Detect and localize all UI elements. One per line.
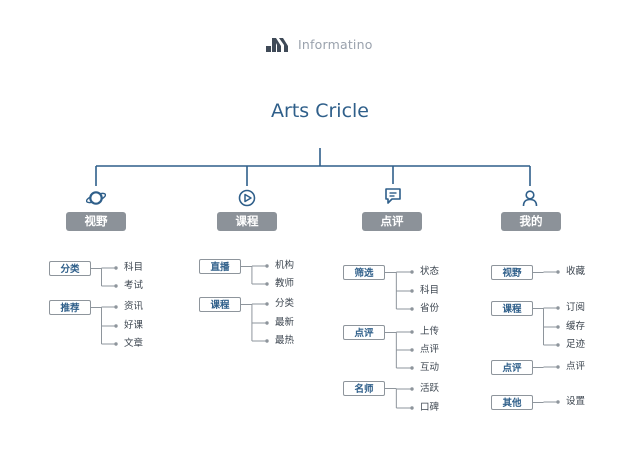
leaf-2-2-1[interactable]: 口碑 bbox=[420, 402, 440, 413]
leaf-2-0-1[interactable]: 科目 bbox=[420, 285, 440, 296]
leaf-dot-3-1-2 bbox=[556, 343, 560, 347]
leaf-2-0-2[interactable]: 省份 bbox=[420, 303, 440, 314]
leaf-3-1-0[interactable]: 订阅 bbox=[566, 302, 586, 313]
leaf-dot-3-1-0 bbox=[556, 306, 560, 310]
leaf-3-3-0[interactable]: 设置 bbox=[566, 396, 586, 407]
group-3-0[interactable]: 视野 bbox=[491, 265, 533, 280]
leaf-2-0-0[interactable]: 状态 bbox=[420, 266, 440, 277]
leaf-dot-2-2-1 bbox=[410, 406, 414, 410]
group-2-2[interactable]: 名师 bbox=[343, 381, 385, 396]
leaf-0-1-0[interactable]: 资讯 bbox=[124, 301, 144, 312]
leaf-dot-2-0-1 bbox=[410, 289, 414, 293]
category-2[interactable]: 点评 bbox=[362, 212, 422, 231]
group-3-1[interactable]: 课程 bbox=[491, 301, 533, 316]
leaf-2-1-1[interactable]: 点评 bbox=[420, 344, 440, 355]
leaf-dot-3-3-0 bbox=[556, 400, 560, 404]
leaf-1-1-2[interactable]: 最热 bbox=[275, 335, 295, 346]
group-2-0[interactable]: 筛选 bbox=[343, 265, 385, 280]
group-0-0[interactable]: 分类 bbox=[49, 261, 91, 276]
leaf-2-2-0[interactable]: 活跃 bbox=[420, 383, 440, 394]
leaf-dot-2-2-0 bbox=[410, 387, 414, 391]
leaf-dot-1-0-1 bbox=[265, 282, 269, 286]
leaf-1-0-1[interactable]: 教师 bbox=[275, 278, 295, 289]
leaf-dot-1-1-2 bbox=[265, 339, 269, 343]
group-1-1[interactable]: 课程 bbox=[199, 297, 241, 312]
leaf-dot-3-0-0 bbox=[556, 270, 560, 274]
leaf-3-1-2[interactable]: 足迹 bbox=[566, 339, 586, 350]
group-3-2[interactable]: 点评 bbox=[491, 360, 533, 375]
leaf-dot-0-0-0 bbox=[114, 266, 118, 270]
leaf-dot-2-1-1 bbox=[410, 348, 414, 352]
leaf-dot-1-0-0 bbox=[265, 264, 269, 268]
leaf-dot-2-1-0 bbox=[410, 330, 414, 334]
leaf-dot-0-1-1 bbox=[114, 324, 118, 328]
group-1-0[interactable]: 直播 bbox=[199, 259, 241, 274]
leaf-0-0-0[interactable]: 科目 bbox=[124, 262, 144, 273]
leaf-dot-3-2-0 bbox=[556, 365, 560, 369]
leaf-0-1-1[interactable]: 好课 bbox=[124, 320, 144, 331]
logo: Informatino bbox=[266, 34, 373, 54]
leaf-1-0-0[interactable]: 机构 bbox=[275, 260, 295, 271]
informatino-logo-icon bbox=[266, 38, 288, 52]
group-0-1[interactable]: 推荐 bbox=[49, 300, 91, 315]
leaf-0-1-2[interactable]: 文章 bbox=[124, 338, 144, 349]
chat-bubble-icon bbox=[383, 186, 403, 206]
leaf-dot-0-1-0 bbox=[114, 305, 118, 309]
logo-text: Informatino bbox=[298, 36, 373, 52]
leaf-dot-1-1-0 bbox=[265, 302, 269, 306]
leaf-3-0-0[interactable]: 收藏 bbox=[566, 266, 586, 277]
category-3[interactable]: 我的 bbox=[501, 212, 561, 231]
diagram-title: Arts Cricle bbox=[271, 100, 369, 122]
play-circle-icon bbox=[237, 188, 257, 208]
leaf-1-1-1[interactable]: 最新 bbox=[275, 317, 295, 328]
leaf-dot-2-0-0 bbox=[410, 270, 414, 274]
leaf-0-0-1[interactable]: 考试 bbox=[124, 280, 144, 291]
leaf-dot-1-1-1 bbox=[265, 321, 269, 325]
leaf-dot-2-0-2 bbox=[410, 307, 414, 311]
user-icon bbox=[520, 188, 540, 208]
leaf-2-1-0[interactable]: 上传 bbox=[420, 326, 440, 337]
leaf-3-2-0[interactable]: 点评 bbox=[566, 361, 586, 372]
leaf-dot-3-1-1 bbox=[556, 325, 560, 329]
category-1[interactable]: 课程 bbox=[217, 212, 277, 231]
leaf-2-1-2[interactable]: 互动 bbox=[420, 362, 440, 373]
leaf-dot-0-1-2 bbox=[114, 342, 118, 346]
leaf-dot-0-0-1 bbox=[114, 284, 118, 288]
leaf-1-1-0[interactable]: 分类 bbox=[275, 298, 295, 309]
group-3-3[interactable]: 其他 bbox=[491, 395, 533, 410]
leaf-dot-2-1-2 bbox=[410, 366, 414, 370]
category-0[interactable]: 视野 bbox=[66, 212, 126, 231]
leaf-3-1-1[interactable]: 缓存 bbox=[566, 321, 586, 332]
group-2-1[interactable]: 点评 bbox=[343, 325, 385, 340]
planet-icon bbox=[85, 188, 107, 208]
